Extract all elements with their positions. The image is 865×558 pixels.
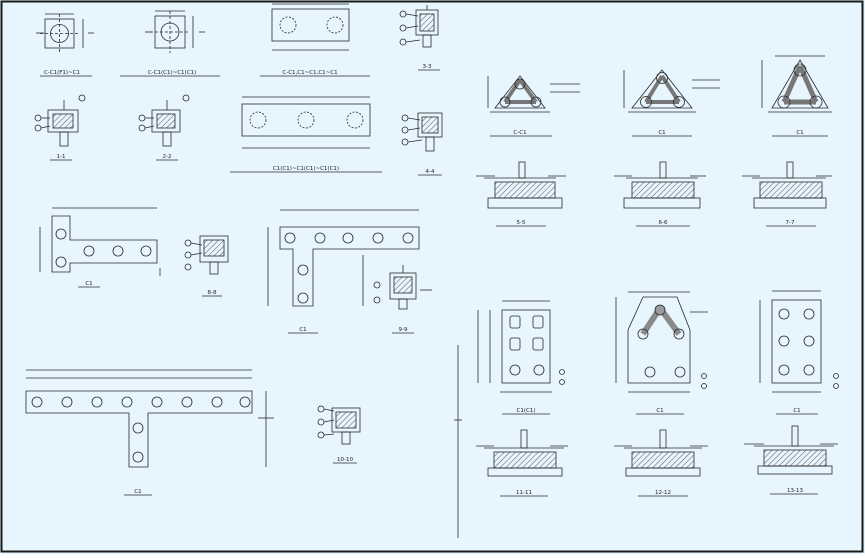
triangular-cap-1 xyxy=(487,75,580,137)
section-10-10 xyxy=(317,405,361,464)
caption-sec-4: 4-4 xyxy=(426,169,435,175)
elevation-6-6 xyxy=(614,161,706,227)
section-9-9 xyxy=(373,265,432,334)
caption-sec-6: 9-9 xyxy=(399,327,408,333)
elevation-11-11 xyxy=(476,429,568,497)
caption-elev-6: 13-13 xyxy=(787,488,803,494)
triangular-cap-large xyxy=(615,291,708,415)
caption-sec-1: 1-1 xyxy=(57,154,66,160)
caption-elev-3: 7-7 xyxy=(786,220,795,226)
caption-t-big: C1 xyxy=(134,489,141,495)
caption-tri-3: C1 xyxy=(796,130,803,136)
pile-cap-two-pile xyxy=(260,3,370,77)
l-shaped-pile-cap xyxy=(39,207,161,288)
elevation-7-7 xyxy=(742,161,832,227)
caption-elev-5: 12-12 xyxy=(655,490,671,496)
caption-sec-3: 3-3 xyxy=(423,64,432,70)
caption-tri-2: C1 xyxy=(658,130,665,136)
caption-rect-3: C1(C1)~C1(C1)~C1(C1) xyxy=(273,166,339,172)
pile-cap-square-1 xyxy=(36,13,94,77)
caption-l-cap: C1 xyxy=(85,281,92,287)
section-2-2 xyxy=(138,94,190,161)
t-shaped-pile-cap-small xyxy=(267,209,420,334)
caption-elev-4: 11-11 xyxy=(516,490,532,496)
section-1-1 xyxy=(34,94,86,161)
caption-elev-1: 5-5 xyxy=(517,220,526,226)
caption-t-small: C1 xyxy=(299,327,306,333)
caption-sq-1: C-C1(F1)~C1 xyxy=(44,70,80,76)
caption-tri-large: C1 xyxy=(656,408,663,414)
pile-cap-three-pile xyxy=(230,96,382,173)
caption-rect-6b: C1 xyxy=(793,408,800,414)
caption-tri-1: C-C1 xyxy=(513,130,526,136)
caption-rect-6: C1(C1) xyxy=(517,408,536,414)
t-shaped-pile-cap-large xyxy=(25,369,274,496)
caption-sq-2: C-C1(C1)~C1(C1) xyxy=(148,70,196,76)
caption-elev-2: 6-6 xyxy=(659,220,668,226)
elevation-5-5 xyxy=(476,161,566,227)
caption-sec-5: 8-8 xyxy=(208,290,217,296)
elevation-12-12 xyxy=(614,429,708,497)
section-4-4 xyxy=(401,112,443,176)
caption-sec-7: 10-10 xyxy=(337,457,353,463)
section-8-8 xyxy=(184,235,229,297)
pile-cap-square-2 xyxy=(120,10,220,77)
rect-pile-cap-six-right xyxy=(759,290,839,415)
elevation-13-13 xyxy=(744,425,838,495)
section-3-3 xyxy=(399,5,440,71)
caption-rect-2: C-C1,C1~C1,C1~C1 xyxy=(282,70,337,76)
rect-pile-cap-six xyxy=(477,300,565,415)
triangular-cap-3 xyxy=(761,55,832,137)
triangular-cap-2 xyxy=(623,69,720,137)
caption-sec-2: 2-2 xyxy=(163,154,172,160)
